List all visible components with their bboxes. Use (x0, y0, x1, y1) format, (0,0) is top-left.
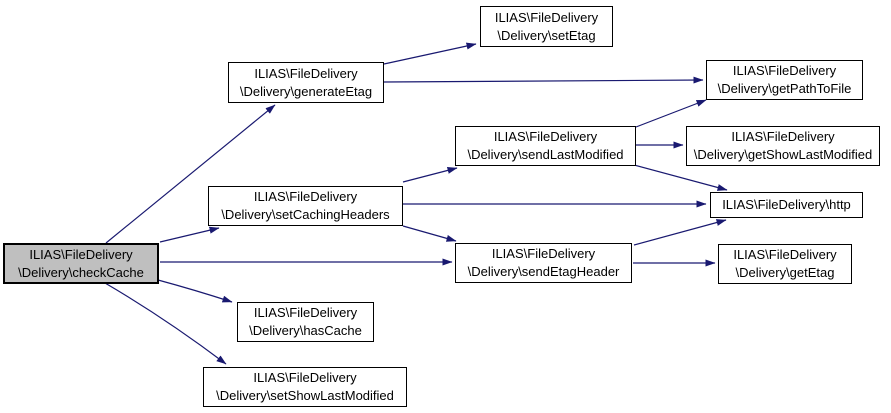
node-checkCache[interactable]: ILIAS\FileDelivery \Delivery\checkCache (3, 243, 159, 284)
node-setCachingHeaders[interactable]: ILIAS\FileDelivery \Delivery\setCachingHe… (208, 186, 403, 226)
node-label-line: ILIAS\FileDelivery\http (722, 197, 851, 212)
edge-setCachingHeaders-to-sendLastModified (402, 166, 458, 183)
node-label-line: \Delivery\setCachingHeaders (221, 207, 390, 222)
edge-checkCache-to-setShowLastModified (104, 282, 227, 365)
node-sendEtagHeader[interactable]: ILIAS\FileDelivery \Delivery\sendEtagHead… (455, 243, 632, 283)
node-setShowLastModified[interactable]: ILIAS\FileDelivery \Delivery\setShowLastM… (203, 367, 407, 407)
node-getPathToFile[interactable]: ILIAS\FileDelivery \Delivery\getPathToFil… (706, 60, 863, 100)
node-label-line: \Delivery\setShowLastModified (216, 388, 394, 403)
node-label-line: \Delivery\getShowLastModified (693, 147, 873, 162)
node-label-line: ILIAS\FileDelivery (493, 129, 598, 144)
node-label-line: \Delivery\generateEtag (239, 83, 373, 99)
node-label-line: \Delivery\checkCache (18, 264, 144, 280)
node-label-line: ILIAS\FileDelivery (494, 9, 599, 25)
edge-sendLastModified-to-http (633, 164, 728, 191)
node-http[interactable]: ILIAS\FileDelivery\http (710, 192, 863, 218)
node-label-line: \Delivery\getPathToFile (717, 81, 852, 96)
node-label-line: ILIAS\FileDelivery (29, 246, 133, 262)
node-generateEtag[interactable]: ILIAS\FileDelivery \Delivery\generateEtag (228, 62, 384, 103)
node-hasCache[interactable]: ILIAS\FileDelivery \Delivery\hasCache (237, 302, 374, 342)
edge-checkCache-to-setCachingHeaders (159, 226, 220, 243)
node-label-line: ILIAS\FileDelivery (733, 247, 837, 262)
node-label-line: ILIAS\FileDelivery (253, 370, 357, 385)
node-label-line: ILIAS\FileDelivery (254, 65, 358, 81)
node-label-line: \Delivery\sendEtagHeader (467, 264, 620, 279)
node-getEtag[interactable]: ILIAS\FileDelivery \Delivery\getEtag (718, 244, 852, 284)
node-setEtag[interactable]: ILIAS\FileDelivery \Delivery\setEtag (480, 6, 613, 47)
edge-checkCache-to-hasCache (157, 279, 233, 303)
edge-sendEtagHeader-to-http (633, 219, 727, 246)
edge-generateEtag-to-setEtag (383, 42, 477, 65)
node-label-line: \Delivery\sendLastModified (467, 147, 624, 162)
edge-sendLastModified-to-getPathToFile (635, 99, 707, 128)
node-label-line: \Delivery\getEtag (735, 265, 835, 280)
node-label-line: \Delivery\hasCache (249, 323, 362, 338)
edge-generateEtag-to-getPathToFile (383, 76, 704, 84)
node-label-line: ILIAS\FileDelivery (491, 246, 596, 261)
node-label-line: \Delivery\setEtag (497, 27, 596, 43)
node-getShowLastModified[interactable]: ILIAS\FileDelivery \Delivery\getShowLastM… (686, 126, 880, 166)
node-label-line: ILIAS\FileDelivery (731, 129, 835, 144)
edge-checkCache-to-generateEtag (105, 104, 276, 244)
edge-setCachingHeaders-to-sendEtagHeader (402, 225, 457, 242)
node-label-line: ILIAS\FileDelivery (732, 63, 837, 78)
node-label-line: ILIAS\FileDelivery (253, 305, 358, 320)
node-sendLastModified[interactable]: ILIAS\FileDelivery \Delivery\sendLastModi… (455, 126, 636, 166)
node-label-line: ILIAS\FileDelivery (253, 189, 358, 204)
